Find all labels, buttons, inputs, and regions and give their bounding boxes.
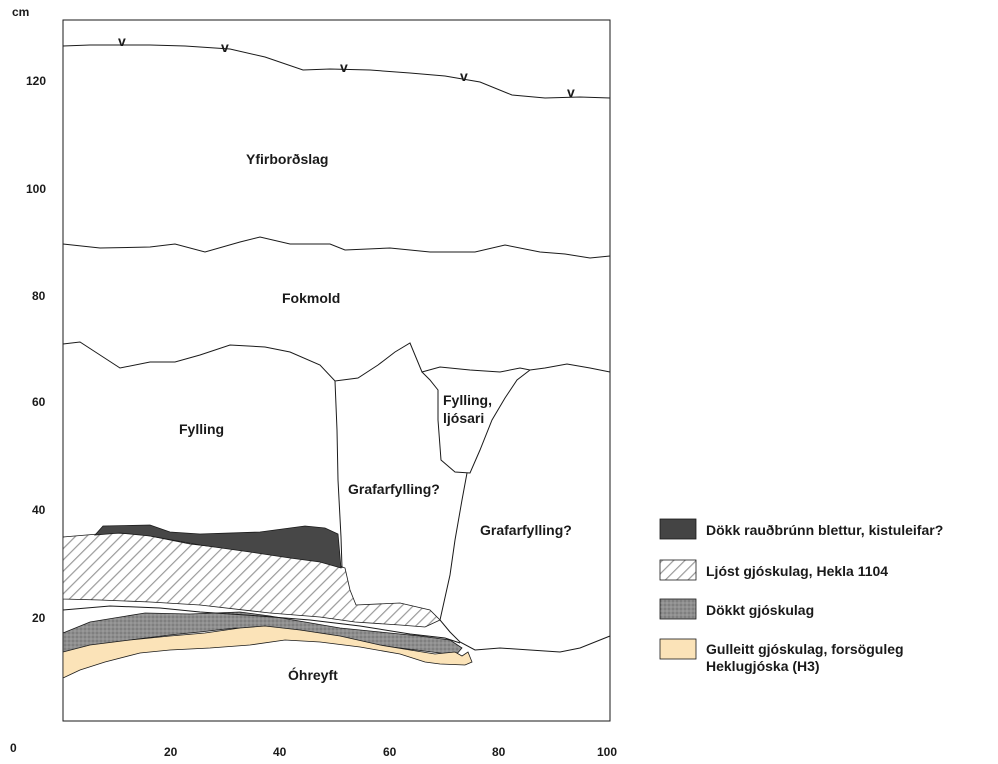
aeolian-boundary-line	[62, 341, 611, 382]
surface-mark: v	[567, 84, 575, 100]
legend-label-light-tephra: Ljóst gjóskulag, Hekla 1104	[706, 563, 888, 579]
y-axis-unit: cm	[12, 5, 29, 19]
legend-swatch-light-tephra	[659, 559, 697, 581]
x-tick-100: 100	[597, 745, 617, 759]
grave-cut-left-line	[334, 380, 343, 569]
label-grafarfylling-right: Grafarfylling?	[480, 522, 572, 538]
label-yfirbordslag: Yfirborðslag	[246, 151, 328, 167]
yellow-tephra-layer	[62, 625, 473, 679]
y-tick-20: 20	[32, 611, 46, 625]
y-tick-60: 60	[32, 395, 46, 409]
legend-label-yellow-tephra: Gulleitt gjóskulag, forsöguleg	[706, 641, 904, 657]
dark-redbrown-patch	[94, 524, 342, 569]
y-tick-40: 40	[32, 503, 46, 517]
x-tick-80: 80	[492, 745, 506, 759]
ground-surface-line	[62, 44, 611, 99]
legend-swatch-dark-tephra	[659, 598, 697, 620]
legend-label-dark-tephra: Dökkt gjóskulag	[706, 602, 814, 618]
y-tick-120: 120	[26, 74, 46, 88]
topsoil-boundary-line	[62, 236, 611, 259]
x-tick-60: 60	[383, 745, 397, 759]
x-tick-0: 0	[10, 741, 17, 755]
surface-mark: v	[221, 39, 229, 55]
surface-mark: v	[118, 33, 126, 49]
label-fylling: Fylling	[179, 421, 224, 437]
legend-swatch-dark-patch	[659, 518, 697, 540]
label-fylling-ljosari-2: ljósari	[443, 410, 484, 426]
label-fylling-ljosari-1: Fylling,	[443, 392, 492, 408]
legend-swatch-yellow-tephra	[659, 638, 697, 660]
legend-label-dark-patch: Dökk rauðbrúnn blettur, kistuleifar?	[706, 522, 943, 538]
grave-cut-right-line	[439, 472, 611, 653]
legend: Dökk rauðbrúnn blettur, kistuleifar? Ljó…	[659, 518, 943, 674]
y-tick-80: 80	[32, 289, 46, 303]
label-grafarfylling-left: Grafarfylling?	[348, 481, 440, 497]
label-fokmold: Fokmold	[282, 290, 340, 306]
legend-label-yellow-tephra-line2: Heklugjóska (H3)	[706, 658, 820, 674]
x-tick-20: 20	[164, 745, 178, 759]
x-tick-40: 40	[273, 745, 287, 759]
y-tick-100: 100	[26, 182, 46, 196]
surface-mark: v	[340, 59, 348, 75]
surface-mark: v	[460, 68, 468, 84]
lighter-fill-lens	[421, 369, 531, 474]
label-ohreyft: Óhreyft	[288, 666, 338, 683]
